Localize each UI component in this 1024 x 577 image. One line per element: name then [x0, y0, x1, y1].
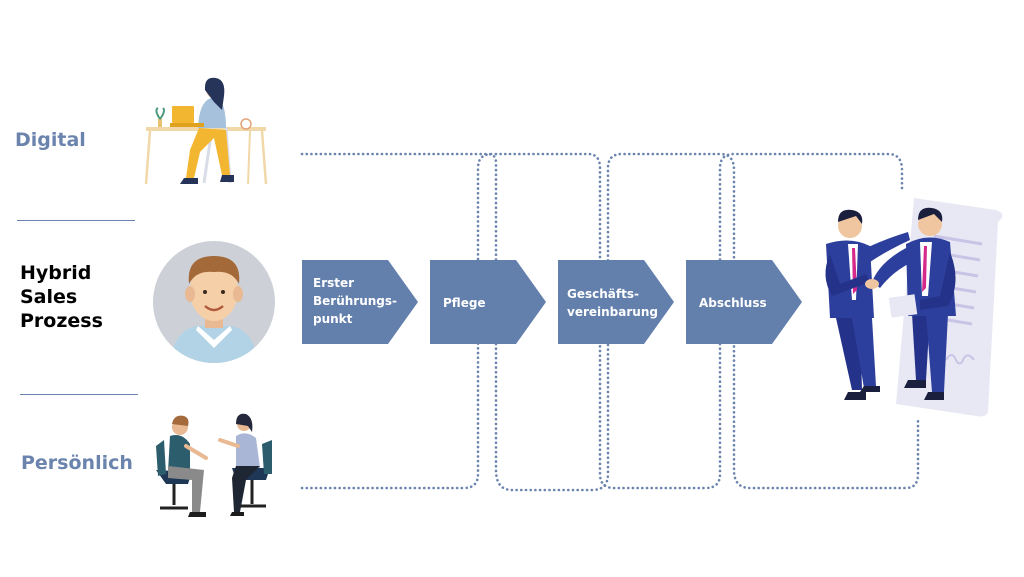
dotted-flow-paths: [300, 152, 920, 492]
label-hybrid-line-3: Prozess: [20, 309, 103, 332]
step-pflege-text: Pflege: [443, 296, 486, 310]
label-hybrid-line-1: Hybrid: [20, 262, 92, 284]
meeting-illustration: [156, 413, 272, 517]
step-pflege-line-1: Pflege: [443, 296, 486, 310]
step-geschaeft-line-2: vereinbarung: [567, 305, 658, 319]
process-steps: Erster Berührungs- punkt Pflege Geschäft…: [302, 260, 802, 344]
step-abschluss-line-1: Abschluss: [699, 296, 767, 310]
label-hybrid-line-2: Sales: [20, 285, 78, 308]
label-digital: Digital: [15, 129, 86, 151]
businessman-right: [865, 207, 956, 400]
step-abschluss-chevron: [686, 260, 802, 344]
step-geschaeft-line-1: Geschäfts-: [567, 287, 639, 301]
man-avatar-icon: [153, 241, 275, 363]
flow-path-persoenlich-bottom: [300, 152, 904, 490]
step-erster-line-3: punkt: [313, 312, 353, 326]
flow-path-digital-top: [300, 152, 920, 492]
businessman-left: [825, 209, 910, 400]
meeting-woman: [218, 413, 272, 516]
step-erster-line-1: Erster: [313, 276, 354, 290]
step-pflege: Pflege: [430, 260, 546, 344]
step-pflege-chevron: [430, 260, 546, 344]
divider-bottom: [20, 394, 138, 395]
step-abschluss-text: Abschluss: [699, 296, 767, 310]
woman-laptop-illustration: [144, 77, 268, 185]
step-erster-chevron: [302, 260, 418, 344]
step-geschaeft-text: Geschäfts- vereinbarung: [567, 287, 658, 319]
step-erster-line-2: Berührungs-: [313, 294, 397, 308]
step-erster-beruehrungspunkt: Erster Berührungs- punkt: [302, 260, 418, 344]
label-hybrid-sales-prozess: Hybrid Sales Prozess: [20, 262, 103, 333]
step-geschaeft-chevron: [558, 260, 674, 344]
step-geschaeftsvereinbarung: Geschäfts- vereinbarung: [558, 260, 674, 344]
divider-top: [17, 220, 135, 221]
handshake-illustration: [825, 198, 1003, 417]
step-erster-text: Erster Berührungs- punkt: [313, 276, 401, 326]
label-persoenlich: Persönlich: [21, 452, 133, 474]
meeting-man: [156, 415, 208, 517]
step-abschluss: Abschluss: [686, 260, 802, 344]
